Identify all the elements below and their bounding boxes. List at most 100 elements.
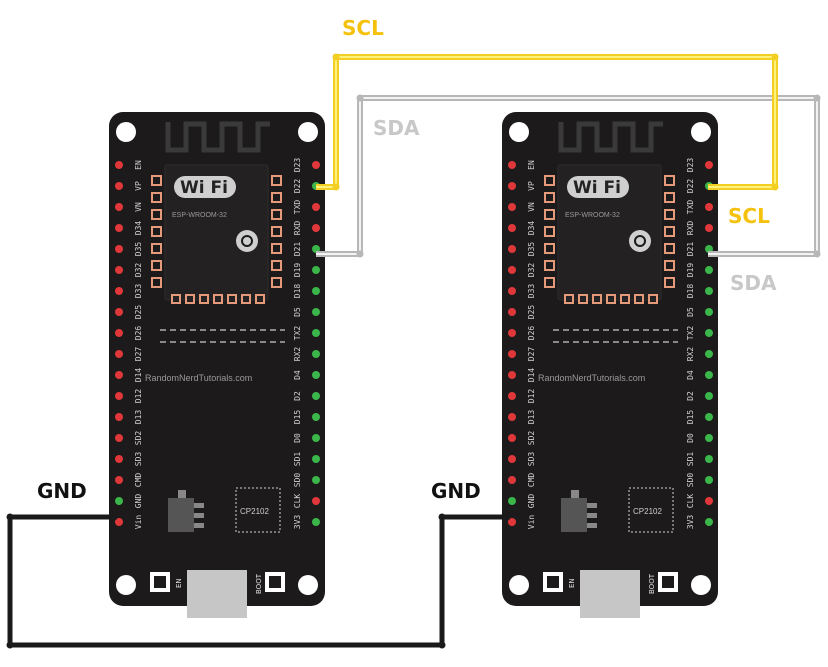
pin-label-right: SD1: [686, 452, 695, 467]
regulator-pin: [194, 523, 204, 528]
pin-label-left: EN: [527, 160, 536, 170]
pin-left: [115, 308, 123, 316]
pin-left: [508, 371, 516, 379]
pin-label-left: SD2: [527, 431, 536, 446]
pin-label-right: D15: [686, 410, 695, 425]
module-pad: [544, 260, 555, 271]
pin-label-left: D12: [134, 389, 143, 404]
pin-label-left: D12: [527, 389, 536, 404]
pin-label-right: D2: [293, 391, 302, 401]
module-pad: [664, 175, 675, 186]
pin-right: [312, 308, 320, 316]
module-pad: [544, 243, 555, 254]
scl-label-right: SCL: [728, 204, 770, 228]
pin-right: [705, 455, 713, 463]
pin-left: [508, 350, 516, 358]
regulator-tab: [178, 490, 186, 498]
module-pad: [241, 294, 251, 304]
module-pad: [544, 277, 555, 288]
module-pad: [151, 192, 162, 203]
mounting-hole: [298, 575, 318, 595]
module-pad: [185, 294, 195, 304]
pin-label-left: D32: [527, 263, 536, 278]
pin-left: [115, 329, 123, 337]
module-pad: [271, 243, 282, 254]
module-pad: [620, 294, 630, 304]
pin-left: [508, 413, 516, 421]
module-pad: [544, 226, 555, 237]
pin-label-left: D35: [134, 242, 143, 257]
regulator-pin: [194, 503, 204, 508]
pin-label-left: D14: [134, 368, 143, 383]
module-pad: [664, 277, 675, 288]
pin-left: [508, 161, 516, 169]
espressif-logo-inner: [241, 235, 253, 247]
pin-right: [312, 455, 320, 463]
espressif-logo: [629, 230, 651, 252]
pin-left: [508, 392, 516, 400]
pin-left: [115, 434, 123, 442]
module-shield: [557, 164, 662, 301]
module-pad: [171, 294, 181, 304]
boot-button-inner: [269, 576, 281, 588]
pin-right: [312, 266, 320, 274]
module-pad: [564, 294, 574, 304]
pin-left: [508, 287, 516, 295]
sda-label-top: SDA: [373, 116, 420, 140]
pin-right: [312, 329, 320, 337]
pin-label-right: D23: [686, 158, 695, 173]
pin-left: [115, 245, 123, 253]
pin-right: [705, 266, 713, 274]
module-pad: [664, 226, 675, 237]
module-pad: [151, 277, 162, 288]
module-pad: [199, 294, 209, 304]
module-pad: [271, 277, 282, 288]
pin-label-right: D5: [686, 307, 695, 317]
pin-label-left: VN: [527, 202, 536, 212]
pin-label-left: CMD: [134, 473, 143, 488]
module-pad: [151, 243, 162, 254]
pin-label-left: SD3: [527, 452, 536, 467]
pin-right: [312, 476, 320, 484]
pin-label-left: VN: [134, 202, 143, 212]
wires-layer: [6, 53, 821, 649]
pin-right: [312, 392, 320, 400]
pin-label-right: RX2: [686, 347, 695, 362]
regulator-pin: [194, 513, 204, 518]
module-pad: [606, 294, 616, 304]
pin-label-right: D18: [686, 284, 695, 299]
pin-label-right: D19: [293, 263, 302, 278]
pin-left: [508, 497, 516, 505]
mounting-hole: [509, 575, 529, 595]
pin-right: [705, 392, 713, 400]
mounting-hole: [116, 122, 136, 142]
module-pad: [664, 192, 675, 203]
pin-label-left: D14: [527, 368, 536, 383]
pin-label-right: 3V3: [686, 515, 695, 530]
website-text: RandomNerdTutorials.com: [538, 373, 645, 383]
boards-layer: Wi FiESP-WROOM-32RandomNerdTutorials.com…: [109, 112, 718, 618]
pin-left: [115, 203, 123, 211]
pin-label-right: SD1: [293, 452, 302, 467]
pin-left: [115, 350, 123, 358]
module-pad: [664, 260, 675, 271]
boot-button-label: BOOT: [648, 573, 656, 594]
module-pad: [271, 260, 282, 271]
pin-label-right: SD0: [293, 473, 302, 488]
sda-label-right: SDA: [730, 271, 777, 295]
module-name: ESP-WROOM-32: [565, 212, 620, 219]
regulator-pin: [587, 513, 597, 518]
pin-label-right: D22: [686, 179, 695, 194]
pin-left: [115, 476, 123, 484]
gnd-wire: [7, 514, 510, 648]
module-pad: [255, 294, 265, 304]
pin-label-left: SD3: [134, 452, 143, 467]
wifi-logo: [174, 176, 236, 198]
pin-left: [508, 308, 516, 316]
pin-left: [508, 182, 516, 190]
pin-left: [115, 161, 123, 169]
pin-left: [115, 287, 123, 295]
en-button-inner: [154, 576, 166, 588]
pin-right: [312, 287, 320, 295]
